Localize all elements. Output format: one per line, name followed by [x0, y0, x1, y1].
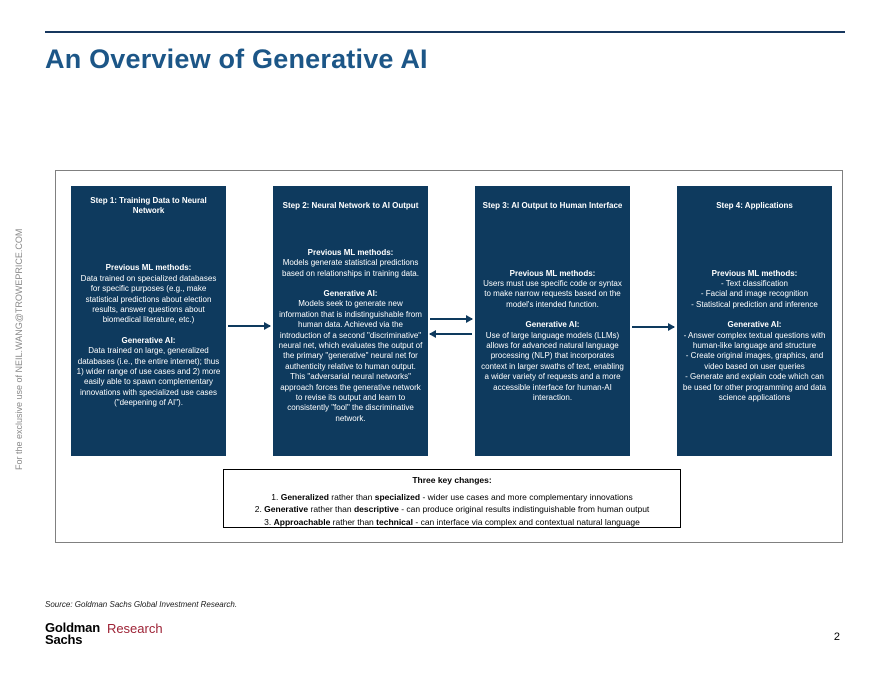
section-body: - Answer complex textual questions with …	[682, 330, 827, 402]
arrow-right-icon	[228, 322, 271, 330]
step-box-title: Step 4: Applications	[716, 200, 793, 210]
section-body: - Text classification - Facial and image…	[691, 279, 818, 309]
step-box-body: Previous ML methods: Users must use spec…	[475, 220, 630, 456]
section-body: Users must use specific code or syntax t…	[483, 279, 622, 309]
section-body: Data trained on large, generalized datab…	[76, 346, 221, 408]
logo-research-label: Research	[106, 621, 163, 636]
key-change-item-2: 2. Generative rather than descriptive - …	[254, 504, 650, 515]
section-body: Use of large language models (LLMs) allo…	[481, 330, 624, 402]
key-change-item-3: 3. Approachable rather than technical - …	[264, 516, 640, 527]
key-changes-title: Three key changes:	[412, 475, 492, 485]
step-box-title: Step 1: Training Data to Neural Network	[90, 195, 207, 215]
diagram-container: Step 1: Training Data to Neural Network …	[55, 170, 843, 543]
section-heading: Generative AI:	[525, 320, 580, 330]
step-box-body: Previous ML methods: - Text classificati…	[677, 220, 832, 456]
key-change-item-1: 1. Generalized rather than specialized -…	[271, 492, 633, 502]
section-body: Data trained on specialized databases fo…	[80, 273, 217, 325]
section-heading: Generative AI:	[121, 335, 176, 345]
generative-ai-section: Generative AI: Models seek to generate n…	[278, 289, 423, 424]
page-number: 2	[833, 631, 840, 643]
logo-line-sachs: Sachs	[45, 632, 83, 648]
key-changes-box: Three key changes: 1. Generalized rather…	[223, 469, 681, 528]
section-heading: Previous ML methods:	[509, 268, 596, 278]
section-heading: Previous ML methods:	[105, 263, 192, 273]
section-heading: Generative AI:	[727, 320, 782, 330]
step-box-1: Step 1: Training Data to Neural Network …	[71, 186, 226, 456]
previous-ml-section: Previous ML methods: Data trained on spe…	[76, 263, 221, 325]
step-box-title: Step 3: AI Output to Human Interface	[482, 200, 623, 210]
step-box-2: Step 2: Neural Network to AI Output Prev…	[273, 186, 428, 456]
source-note: Source: Goldman Sachs Global Investment …	[45, 600, 238, 609]
previous-ml-section: Previous ML methods: Models generate sta…	[278, 248, 423, 279]
logo-line-goldman: Goldman	[45, 620, 100, 635]
step-box-4: Step 4: Applications Previous ML methods…	[677, 186, 832, 456]
header-rule	[45, 31, 845, 33]
generative-ai-section: Generative AI: Data trained on large, ge…	[76, 336, 221, 409]
step-box-3: Step 3: AI Output to Human Interface Pre…	[475, 186, 630, 456]
generative-ai-section: Generative AI: Use of large language mod…	[480, 320, 625, 403]
section-body: Models seek to generate new information …	[278, 299, 423, 423]
generative-ai-section: Generative AI: - Answer complex textual …	[682, 320, 827, 403]
goldman-sachs-research-logo: Goldman Sachs Research	[45, 620, 163, 648]
step-box-body: Previous ML methods: Models generate sta…	[273, 220, 428, 456]
arrow-left-icon	[429, 330, 472, 338]
step-box-body: Previous ML methods: Data trained on spe…	[71, 220, 226, 456]
section-heading: Previous ML methods:	[711, 268, 798, 278]
arrow-right-icon	[632, 323, 675, 331]
section-heading: Generative AI:	[323, 289, 378, 299]
goldman-sachs-wordmark: Goldman Sachs	[45, 620, 100, 648]
section-body: Models generate statistical predictions …	[282, 258, 419, 278]
exclusive-use-note: For the exclusive use of NEIL.WANG@TROWE…	[14, 228, 24, 470]
section-heading: Previous ML methods:	[307, 247, 394, 257]
previous-ml-section: Previous ML methods: Users must use spec…	[480, 269, 625, 311]
step-box-title: Step 2: Neural Network to AI Output	[282, 200, 419, 210]
arrow-right-icon	[430, 315, 473, 323]
page-title: An Overview of Generative AI	[45, 44, 428, 74]
previous-ml-section: Previous ML methods: - Text classificati…	[682, 269, 827, 311]
